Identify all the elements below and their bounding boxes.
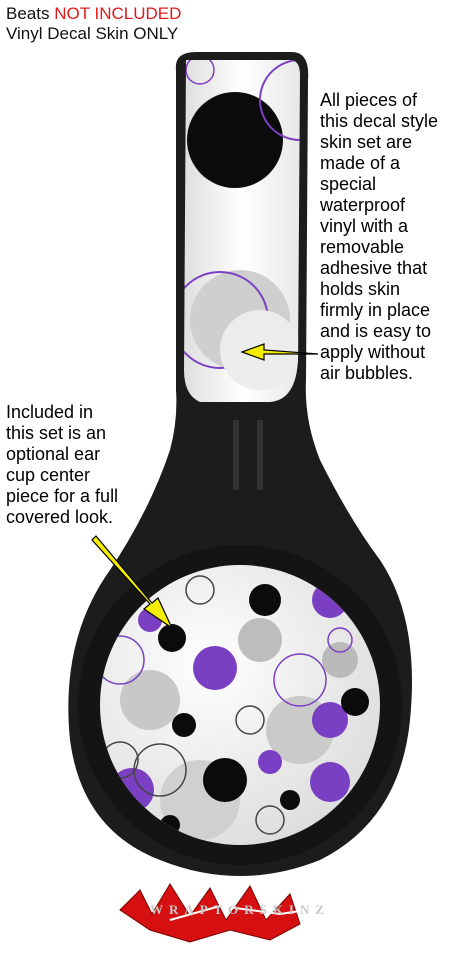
logo-mark [119,883,321,943]
callout-right-line: special [320,174,377,194]
callout-right-line: skin set are [320,132,413,152]
headphone-hinge [233,420,263,490]
callout-right-line: air bubbles. [320,363,414,383]
header-brand: Beats [6,4,50,23]
callout-right-line: removable [320,237,405,257]
callout-waterproof-vinyl: All pieces of this decal style skin set … [320,90,470,384]
callout-right-line: and is easy to [320,321,432,341]
callout-right-line: made of a [320,153,401,173]
product-header: Beats NOT INCLUDED Vinyl Decal Skin ONLY [6,4,181,44]
callout-right-line: adhesive that [320,258,428,278]
callout-ear-cup-piece: Included in this set is an optional ear … [6,402,166,528]
callout-left-line: piece for a full [6,486,119,506]
callout-right-line: vinyl with a [320,216,409,236]
logo-wordmark: WRAPTORSKINZ [149,902,331,917]
callout-right-line: apply without [320,342,426,362]
callout-arrow-right [240,343,319,361]
callout-right-line: All pieces of [320,90,418,110]
not-included-label: NOT INCLUDED [54,4,182,23]
callout-left-line: Included in [6,402,94,422]
callout-right-line: holds skin [320,279,401,299]
wraptorskinz-logo: WRAPTORSKINZ [20,880,460,950]
callout-left-line: cup center [6,465,91,485]
callout-left-line: optional ear [6,444,101,464]
callout-arrow-left [91,535,174,630]
callout-left-line: covered look. [6,507,114,527]
ear-cup-skin [100,565,380,845]
header-line-1: Beats NOT INCLUDED [6,4,181,24]
header-line-2: Vinyl Decal Skin ONLY [6,24,179,43]
callout-left-line: this set is an [6,423,107,443]
callout-right-line: firmly in place [320,300,431,320]
callout-right-line: this decal style [320,111,439,131]
callout-right-line: waterproof [320,195,406,215]
